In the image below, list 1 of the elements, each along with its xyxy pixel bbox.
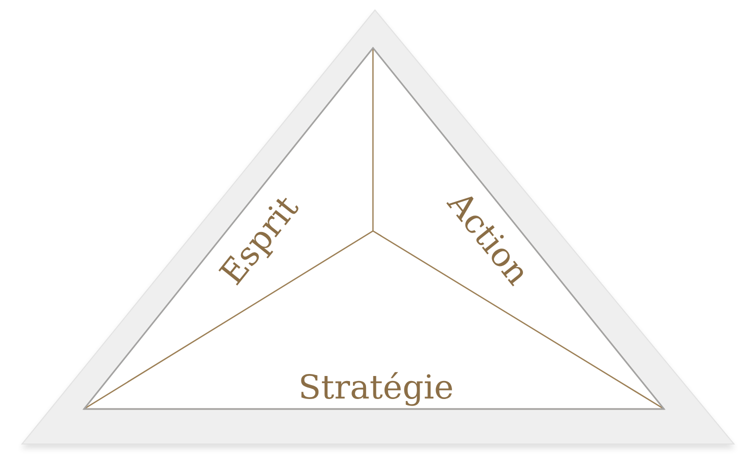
segment-label: Stratégie <box>298 370 454 404</box>
